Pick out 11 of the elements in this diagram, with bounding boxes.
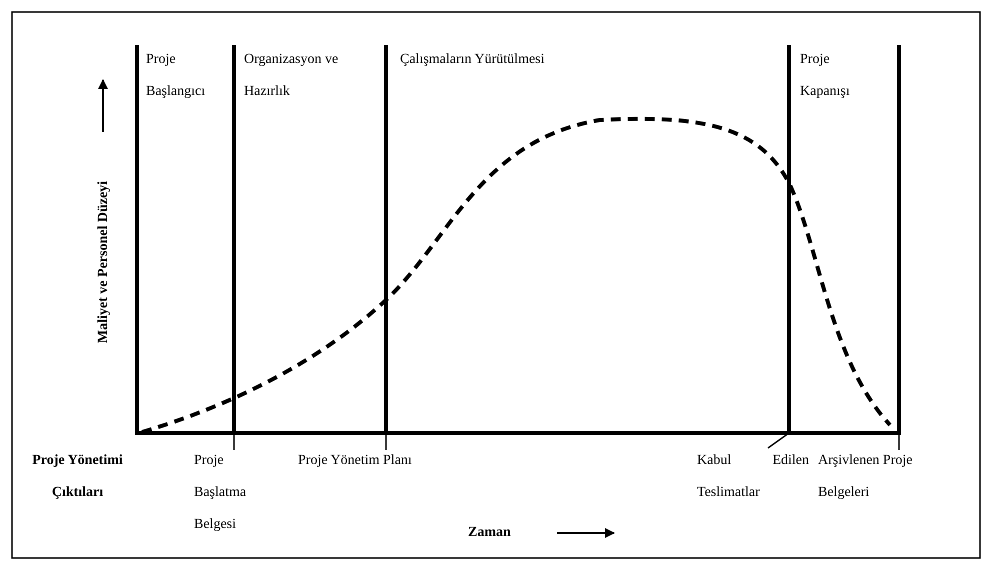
output-label: Arşivlenen Proje Belgeleri bbox=[818, 452, 914, 502]
phase-label: Organizasyon ve Hazırlık bbox=[244, 51, 340, 101]
phase-label: Proje Başlangıcı bbox=[146, 51, 206, 101]
output-label: Proje Yönetim Planı bbox=[298, 452, 413, 470]
phase-label: Çalışmaların Yürütülmesi bbox=[400, 51, 546, 69]
row-label: Proje Yönetimi Çıktıları bbox=[31, 452, 124, 502]
output-label: Proje Başlatma Belgesi bbox=[194, 452, 248, 534]
axis-label: Maliyet ve Personel Düzeyi bbox=[95, 180, 112, 344]
phase-label: Proje Kapanışı bbox=[800, 51, 851, 101]
output-label: Kabul Edilen Teslimatlar bbox=[697, 452, 809, 502]
axis-label: Zaman bbox=[468, 524, 512, 542]
